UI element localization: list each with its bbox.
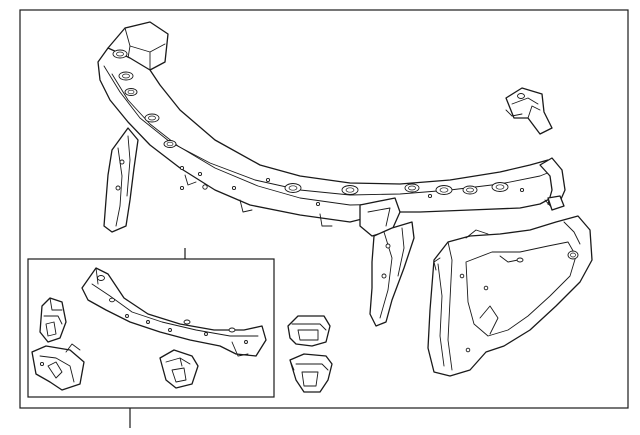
outer-frame	[19, 9, 629, 409]
center-upper-bracket	[287, 315, 331, 347]
inset-tie-bar	[81, 267, 267, 357]
left-support-leg	[103, 127, 139, 233]
inset-box	[27, 258, 275, 398]
center-support-leg	[369, 221, 415, 327]
radiator-support-upper-tie-bar	[97, 21, 566, 237]
inset-center-bracket	[159, 349, 199, 389]
tie-bar-holes	[112, 49, 509, 195]
right-side-baffle-panel	[427, 215, 593, 377]
center-lower-bracket	[289, 353, 333, 393]
inset-lower-left-bracket	[31, 343, 85, 391]
upper-right-bracket	[505, 87, 553, 135]
tie-bar-rivets	[179, 165, 525, 207]
leader-lines	[129, 248, 186, 428]
inset-upper-left-bracket	[39, 297, 67, 343]
